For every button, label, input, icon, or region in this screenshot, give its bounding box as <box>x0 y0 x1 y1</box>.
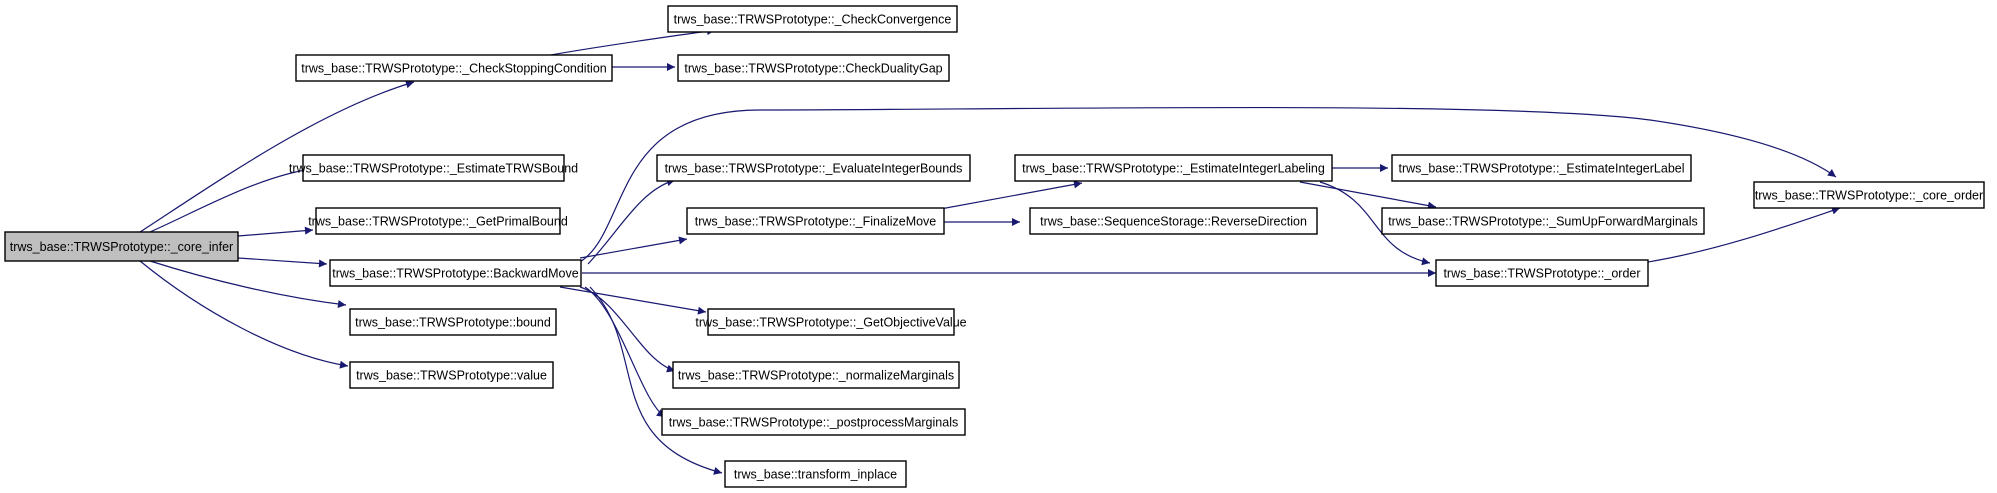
node-box <box>4 231 239 262</box>
node-label: trws_base::TRWSPrototype::_core_order <box>1755 189 1983 203</box>
node-label: trws_base::TRWSPrototype::_FinalizeMove <box>695 215 937 229</box>
node-box <box>349 308 557 336</box>
node-get-objective-value[interactable]: trws_base::TRWSPrototype::_GetObjectiveV… <box>695 308 967 336</box>
edge-core-infer-to-estimate-trws-bound <box>149 164 319 233</box>
node-estimate-integer-label[interactable]: trws_base::TRWSPrototype::_EstimateInteg… <box>1391 154 1692 182</box>
node-label: trws_base::TRWSPrototype::_order <box>1443 267 1640 281</box>
node-label: trws_base::SequenceStorage::ReverseDirec… <box>1040 215 1307 229</box>
node-label: trws_base::TRWSPrototype::_EstimateInteg… <box>1022 162 1325 176</box>
edge-finalize-move-to-estimate-integer-labeling <box>934 180 1083 211</box>
node-box <box>349 361 554 389</box>
edge-backward-move-to-core-order <box>579 106 1837 263</box>
node-label: trws_base::TRWSPrototype::_GetPrimalBoun… <box>308 215 568 229</box>
node-reverse-direction[interactable]: trws_base::SequenceStorage::ReverseDirec… <box>1029 207 1318 235</box>
node-label: trws_base::TRWSPrototype::_EstimateTRWSB… <box>289 162 578 176</box>
node-box <box>329 259 582 287</box>
node-label: trws_base::TRWSPrototype::CheckDualityGa… <box>684 62 942 76</box>
node-label: trws_base::TRWSPrototype::BackwardMove <box>332 267 578 281</box>
node-check-duality-gap[interactable]: trws_base::TRWSPrototype::CheckDualityGa… <box>677 54 950 82</box>
edge-backward-move-to-finalize-move <box>579 236 688 259</box>
node-box <box>1014 154 1333 182</box>
node-label: trws_base::TRWSPrototype::_SumUpForwardM… <box>1388 215 1698 229</box>
edge-labeling-to-sum-up-forward-marginals <box>1299 181 1437 210</box>
node-box <box>707 308 955 336</box>
node-box <box>667 5 958 33</box>
node-label: trws_base::TRWSPrototype::_postprocessMa… <box>669 416 958 430</box>
node-estimate-trws-bound[interactable]: trws_base::TRWSPrototype::_EstimateTRWSB… <box>289 154 578 182</box>
node-check-convergence[interactable]: trws_base::TRWSPrototype::_CheckConverge… <box>667 5 958 33</box>
node-box <box>1381 207 1705 235</box>
node-label: trws_base::TRWSPrototype::value <box>356 369 547 383</box>
edges <box>139 27 1841 475</box>
edge-core-infer-to-backward-move <box>237 257 328 268</box>
node-postprocess-marginals[interactable]: trws_base::TRWSPrototype::_postprocessMa… <box>661 408 966 436</box>
node-box <box>1435 259 1649 287</box>
node-label: trws_base::transform_inplace <box>734 468 897 482</box>
edge-core-infer-to-bound <box>149 260 347 309</box>
node-transform-inplace[interactable]: trws_base::transform_inplace <box>724 460 907 488</box>
node-core-order[interactable]: trws_base::TRWSPrototype::_core_order <box>1753 181 1985 209</box>
edge-core-infer-to-check-stopping <box>139 80 415 233</box>
node-label: trws_base::TRWSPrototype::_EvaluateInteg… <box>665 162 963 176</box>
node-label: trws_base::TRWSPrototype::_core_infer <box>10 240 233 254</box>
node-label: trws_base::TRWSPrototype::_CheckStopping… <box>301 62 607 76</box>
node-evaluate-integer-bounds[interactable]: trws_base::TRWSPrototype::_EvaluateInteg… <box>656 154 971 182</box>
nodes: trws_base::TRWSPrototype::_core_infertrw… <box>4 5 1985 488</box>
node-label: trws_base::TRWSPrototype::_CheckConverge… <box>674 13 952 27</box>
node-estimate-integer-labeling[interactable]: trws_base::TRWSPrototype::_EstimateInteg… <box>1014 154 1333 182</box>
node-box <box>661 408 966 436</box>
edge-backward-move-to-evaluate-integer-bounds <box>587 178 676 265</box>
node-box <box>295 54 613 82</box>
edge-order-to-core-order <box>1647 206 1841 263</box>
node-order[interactable]: trws_base::TRWSPrototype::_order <box>1435 259 1649 287</box>
node-box <box>724 460 907 488</box>
node-label: trws_base::TRWSPrototype::_GetObjectiveV… <box>695 316 966 330</box>
node-sum-up-forward-marginals[interactable]: trws_base::TRWSPrototype::_SumUpForwardM… <box>1381 207 1705 235</box>
node-finalize-move[interactable]: trws_base::TRWSPrototype::_FinalizeMove <box>686 207 945 235</box>
node-label: trws_base::TRWSPrototype::bound <box>355 316 551 330</box>
node-label: trws_base::TRWSPrototype::_normalizeMarg… <box>678 369 954 383</box>
edge-backward-move-to-transform-inplace <box>589 286 723 475</box>
node-box <box>656 154 971 182</box>
edge-backward-move-to-postprocess-marginals <box>584 286 666 418</box>
edge-backward-move-to-normalize-marginals <box>579 286 676 373</box>
node-box <box>672 361 960 389</box>
node-box <box>302 154 565 182</box>
edge-check-stopping-to-check-convergence <box>544 27 716 57</box>
node-backward-move[interactable]: trws_base::TRWSPrototype::BackwardMove <box>329 259 582 287</box>
node-label: trws_base::TRWSPrototype::_EstimateInteg… <box>1398 162 1684 176</box>
edge-labeling-to-order <box>1319 181 1431 266</box>
node-box <box>1391 154 1692 182</box>
node-normalize-marginals[interactable]: trws_base::TRWSPrototype::_normalizeMarg… <box>672 361 960 389</box>
edge-core-infer-to-value <box>139 260 349 369</box>
node-box <box>686 207 945 235</box>
node-box <box>1753 181 1985 209</box>
node-get-primal-bound[interactable]: trws_base::TRWSPrototype::_GetPrimalBoun… <box>308 207 568 235</box>
node-box <box>677 54 950 82</box>
node-box <box>1029 207 1318 235</box>
edge-core-infer-to-get-primal-bound <box>237 226 314 237</box>
node-value[interactable]: trws_base::TRWSPrototype::value <box>349 361 554 389</box>
node-check-stopping[interactable]: trws_base::TRWSPrototype::_CheckStopping… <box>295 54 613 82</box>
node-bound[interactable]: trws_base::TRWSPrototype::bound <box>349 308 557 336</box>
node-core-infer[interactable]: trws_base::TRWSPrototype::_core_infer <box>4 231 239 262</box>
node-box <box>315 207 561 235</box>
edge-backward-move-to-get-objective-value <box>559 286 707 315</box>
